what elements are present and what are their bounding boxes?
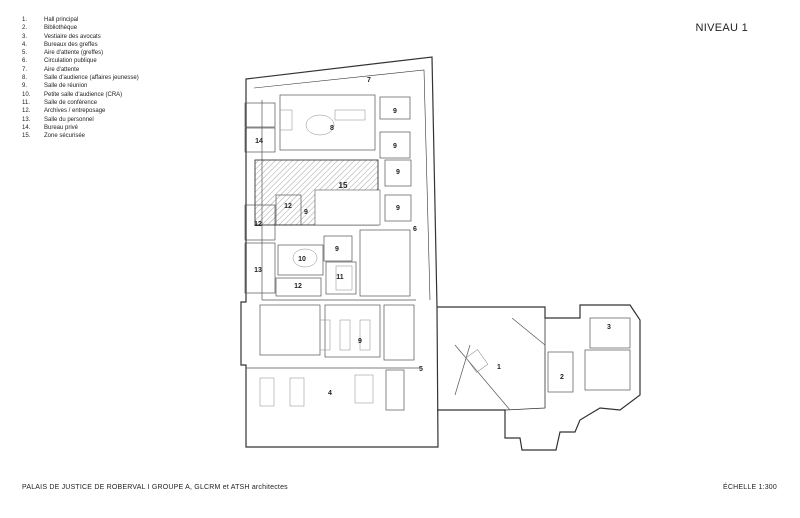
legend-label: Salle de réunion: [44, 83, 88, 90]
furniture: [259, 109, 489, 407]
room-label-9: 9: [393, 108, 397, 115]
legend-item: 13. Salle du personnel: [22, 116, 139, 124]
legend-number: 14.: [22, 124, 31, 131]
legend-item: 6. Circulation publique: [22, 57, 139, 65]
legend-number: 13.: [22, 116, 31, 123]
legend-number: 7.: [22, 66, 28, 73]
legend-label: Vestiaire des avocats: [44, 33, 101, 40]
legend-label: Salle d'audience (affaires jeunesse): [44, 75, 139, 82]
room-label-8: 8: [330, 125, 334, 132]
legend-number: 12.: [22, 108, 31, 115]
level-title: NIVEAU 1: [695, 22, 748, 34]
room-label-14: 14: [255, 138, 263, 145]
legend-item: 9. Salle de réunion: [22, 82, 139, 90]
legend-label: Aire d'attente (greffes): [44, 50, 104, 57]
room-label-9: 9: [396, 205, 400, 212]
legend-label: Hall principal: [44, 17, 79, 23]
legend-label: Salle de conférence: [44, 99, 98, 106]
room-label-6: 6: [413, 226, 417, 233]
room-label-9: 9: [304, 209, 308, 216]
room-label-7: 7: [367, 77, 371, 84]
legend-number: 8.: [22, 75, 28, 82]
legend-item: 14. Bureau privé: [22, 124, 139, 132]
building-outline: [240, 56, 641, 451]
room-label-12: 12: [254, 221, 262, 228]
room-label-15: 15: [339, 181, 348, 190]
legend-item: 11. Salle de conférence: [22, 99, 139, 107]
room-label-4: 4: [328, 390, 332, 397]
room-labels: 1 2 3 4 5 6 7 8 9 9 9 9 9 9 9 9 10 11 12…: [254, 77, 611, 397]
room-label-9: 9: [335, 246, 339, 253]
legend-number: 2.: [22, 25, 28, 32]
legend-label: Aire d'attente: [44, 66, 80, 73]
legend-number: 1.: [22, 17, 28, 23]
legend-item: 5. Aire d'attente (greffes): [22, 49, 139, 57]
legend-number: 5.: [22, 50, 28, 57]
secure-zone-cutout: [314, 189, 381, 226]
room-label-12: 12: [294, 283, 302, 290]
room-label-11: 11: [336, 274, 344, 281]
legend-item: 12. Archives / entreposage: [22, 107, 139, 115]
legend-label: Bureau privé: [44, 124, 79, 131]
legend-item: 4. Bureaux des greffes: [22, 41, 139, 49]
legend-item: 2. Bibliothèque: [22, 24, 139, 32]
legend-label: Salle du personnel: [44, 116, 94, 123]
legend-label: Bibliothèque: [44, 25, 78, 32]
legend-item: 10. Petite salle d'audience (CRA): [22, 91, 139, 99]
legend-item: 7. Aire d'attente: [22, 66, 139, 74]
legend-item: 8. Salle d'audience (affaires jeunesse): [22, 74, 139, 82]
room-label-9: 9: [393, 143, 397, 150]
legend-label: Bureaux des greffes: [44, 41, 98, 48]
room-label-10: 10: [298, 256, 306, 263]
legend-number: 11.: [22, 99, 30, 106]
room-label-9: 9: [358, 338, 362, 345]
scale-label: ÉCHELLE 1:300: [723, 484, 777, 491]
room-label-1: 1: [497, 364, 501, 371]
legend-item: 3. Vestiaire des avocats: [22, 33, 139, 41]
legend-number: 3.: [22, 33, 28, 40]
interior-walls: [244, 94, 631, 411]
legend-label: Circulation publique: [44, 58, 97, 65]
legend-number: 10.: [22, 91, 31, 98]
legend-item: 15. Zone sécurisée: [22, 132, 139, 140]
room-label-5: 5: [419, 366, 423, 373]
legend-label: Petite salle d'audience (CRA): [44, 91, 123, 98]
legend-label: Archives / entreposage: [44, 108, 106, 115]
room-label-3: 3: [607, 324, 611, 331]
room-label-2: 2: [560, 374, 564, 381]
legend-label: Zone sécurisée: [44, 133, 86, 140]
legend: 1. Hall principal 2. Bibliothèque 3. Vestia…: [22, 16, 139, 140]
legend-item: 1. Hall principal: [22, 16, 139, 24]
legend-number: 4.: [22, 41, 28, 48]
legend-number: 6.: [22, 58, 28, 65]
room-label-12: 12: [284, 203, 292, 210]
room-label-13: 13: [254, 267, 262, 274]
legend-number: 9.: [22, 83, 28, 90]
project-credit: PALAIS DE JUSTICE DE ROBERVAL I GROUPE A…: [22, 484, 288, 491]
room-label-9: 9: [396, 169, 400, 176]
legend-number: 15.: [22, 133, 31, 140]
